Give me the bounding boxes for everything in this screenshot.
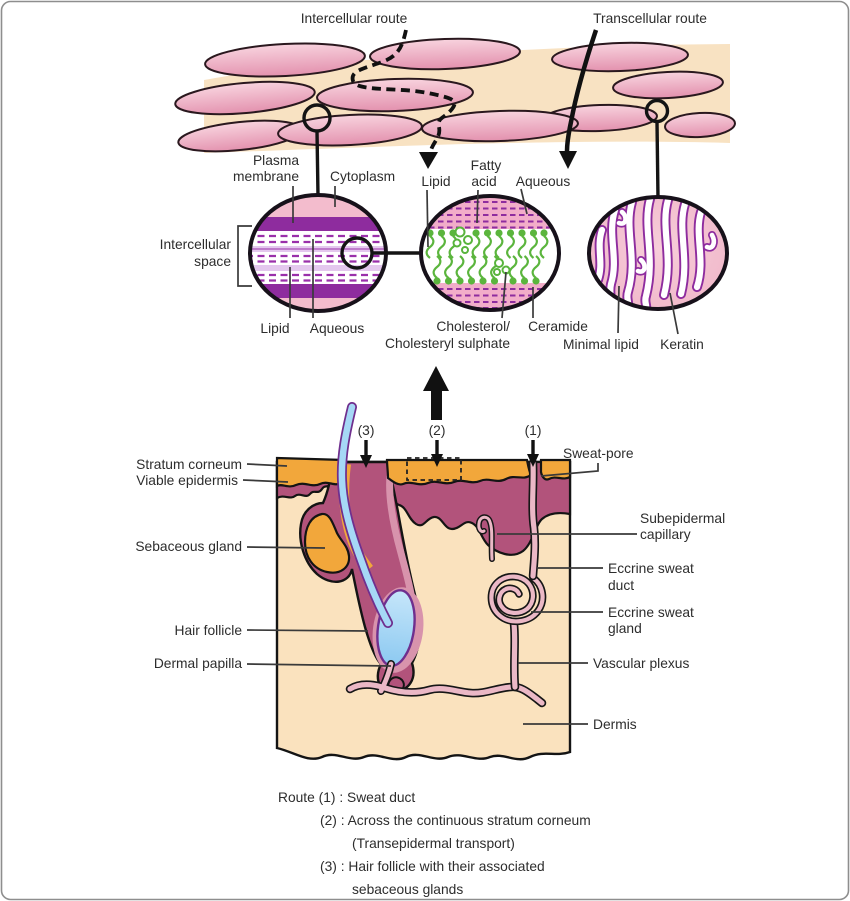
label-subepidermal-capillary-2: capillary xyxy=(640,527,691,542)
legend-line-1: Route (1) : Sweat duct xyxy=(278,790,415,805)
sebaceous-gland-shape xyxy=(303,512,351,574)
magnifier-circle-right xyxy=(644,98,670,124)
stratum-corneum-cell-band: Intercellular route Transcellular route xyxy=(174,11,736,199)
label-eccrine-sweat-gland-1: Eccrine sweat xyxy=(608,605,694,620)
transcellular-route-path xyxy=(564,29,599,152)
label-aqueous-bilayer: Aqueous xyxy=(516,174,571,189)
label-minimal-lipid: Minimal lipid xyxy=(563,337,639,352)
label-stratum-corneum: Stratum corneum xyxy=(136,457,242,472)
label-keratin: Keratin xyxy=(660,337,704,352)
transfer-up-arrow xyxy=(423,366,449,420)
cholesterol-rings xyxy=(452,226,511,276)
legend-line-3: (Transepidermal transport) xyxy=(352,836,515,851)
legend-line-2: (2) : Across the continuous stratum corn… xyxy=(320,813,591,828)
label-sweat-pore: Sweat-pore xyxy=(563,446,634,461)
label-dermis: Dermis xyxy=(593,717,637,732)
route-3-marker: (3) xyxy=(358,423,375,438)
label-transcellular-route: Transcellular route xyxy=(593,11,707,26)
legend-line-4: (3) : Hair follicle with their associate… xyxy=(320,859,545,874)
label-cholesterol-1: Cholesterol/ xyxy=(436,319,510,334)
label-lipid-lamella: Lipid xyxy=(260,321,289,336)
detail-circle-keratin: Minimal lipid Keratin xyxy=(563,195,729,352)
label-subepidermal-capillary-1: Subepidermal xyxy=(640,511,725,526)
label-lipid-bilayer: Lipid xyxy=(421,174,450,189)
magnifier-connector-right xyxy=(655,121,660,199)
label-eccrine-sweat-gland-2: gland xyxy=(608,621,642,636)
transcellular-route-arrowhead xyxy=(559,151,577,169)
label-intercellular-route: Intercellular route xyxy=(301,11,408,26)
label-vascular-plexus: Vascular plexus xyxy=(593,656,689,671)
stratum-corneum-band-mid xyxy=(385,458,533,486)
intercellular-route-arrowhead xyxy=(419,152,438,169)
skin-leader-lines xyxy=(242,463,637,725)
label-fatty-acid-2: acid xyxy=(471,174,496,189)
route-2-marker: (2) xyxy=(429,423,446,438)
stratum-corneum-band-right xyxy=(539,458,572,481)
label-cholesterol-2: Cholesteryl sulphate xyxy=(385,336,510,351)
label-eccrine-sweat-duct-1: Eccrine sweat xyxy=(608,561,694,576)
intercellular-space-bracket xyxy=(237,225,252,287)
label-eccrine-sweat-duct-2: duct xyxy=(608,578,634,593)
label-hair-follicle: Hair follicle xyxy=(175,623,243,638)
route-legend: Route (1) : Sweat duct (2) : Across the … xyxy=(278,790,591,897)
label-intercellular-space-1: Intercellular xyxy=(160,237,232,252)
stratum-corneum-band-left xyxy=(275,456,346,488)
route-1-marker: (1) xyxy=(525,423,542,438)
label-plasma-membrane-1: Plasma xyxy=(253,153,299,168)
bilayer-circle-outline xyxy=(419,194,561,312)
route-markers: (3) (2) (1) xyxy=(358,423,542,468)
magnifier-connector-left xyxy=(315,130,320,197)
label-fatty-acid-1: Fatty xyxy=(471,158,502,173)
corneocyte-cells xyxy=(174,37,736,153)
label-plasma-membrane-2: membrane xyxy=(233,169,299,184)
skin-cross-section: (3) (2) (1) Stratum corneum Viable epide… xyxy=(135,407,725,761)
keratin-circle-outline xyxy=(587,195,729,311)
label-sebaceous-gland: Sebaceous gland xyxy=(135,539,242,554)
label-viable-epidermis: Viable epidermis xyxy=(136,473,238,488)
detail-circle-lamellae: Plasma membrane Cytoplasm Intercellular … xyxy=(160,153,421,336)
label-intercellular-space-2: space xyxy=(194,254,231,269)
legend-line-5: sebaceous glands xyxy=(352,882,463,897)
label-aqueous-lamella: Aqueous xyxy=(310,321,365,336)
label-cytoplasm: Cytoplasm xyxy=(330,169,395,184)
label-dermal-papilla: Dermal papilla xyxy=(154,656,243,671)
label-ceramide: Ceramide xyxy=(528,319,588,334)
